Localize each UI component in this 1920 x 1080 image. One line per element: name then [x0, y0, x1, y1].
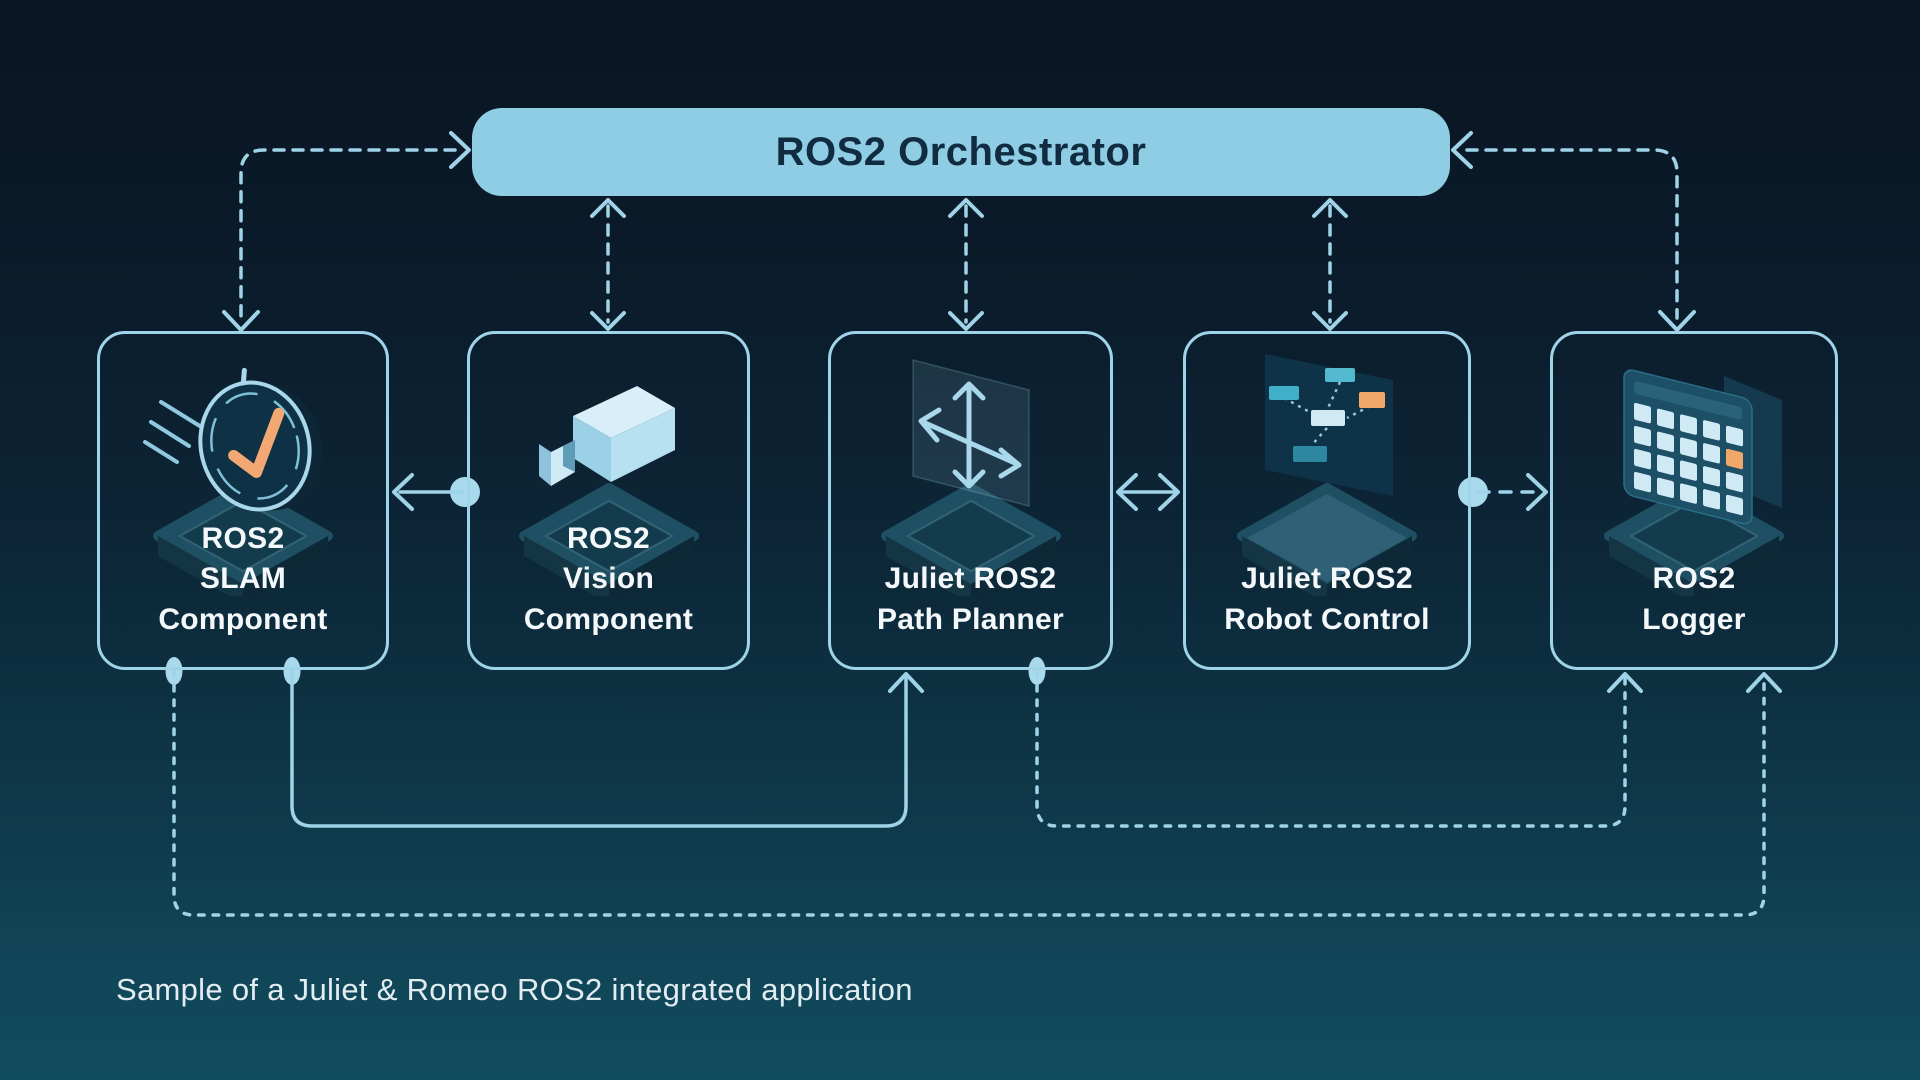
- arrowhead: [888, 672, 924, 693]
- connection-path-planner-robot-control: [1116, 473, 1180, 511]
- arrowhead: [1607, 672, 1643, 693]
- arrowhead: [948, 311, 984, 331]
- connection-orchestrator-slam: [222, 131, 471, 332]
- connection-orchestrator-logger: [1451, 131, 1696, 332]
- arrowhead: [1312, 198, 1348, 218]
- orchestrator-node: ROS2 Orchestrator: [472, 108, 1450, 196]
- component-path-planner: Juliet ROS2 Path Planner: [828, 331, 1113, 670]
- arrowhead: [590, 311, 626, 331]
- node-graph-icon: [1237, 354, 1417, 596]
- arrowhead: [948, 198, 984, 218]
- arrowhead: [1116, 473, 1138, 511]
- connection-slam-path-planner: [283, 657, 924, 828]
- camera-icon: [518, 386, 699, 596]
- connection-orchestrator-path-planner: [948, 198, 984, 331]
- arrowhead: [1746, 672, 1782, 693]
- connection-slam-logger: [165, 657, 1782, 917]
- log-grid-icon: [1604, 369, 1784, 596]
- arrowhead: [1658, 310, 1696, 332]
- arrowhead: [392, 473, 414, 511]
- component-slam: ROS2 SLAM Component: [97, 331, 389, 670]
- connection-dot: [450, 477, 480, 507]
- arrowhead: [222, 310, 260, 332]
- connection-orchestrator-vision: [590, 198, 626, 331]
- connection-path-planner-logger: [1028, 657, 1643, 828]
- connection-robot-control-logger: [1458, 473, 1548, 511]
- arrowhead: [1158, 473, 1180, 511]
- component-vision: ROS2 Vision Component: [467, 331, 750, 670]
- arrowhead: [1451, 131, 1473, 169]
- arrowhead: [590, 198, 626, 218]
- component-label: Juliet ROS2 Robot Control: [1224, 562, 1430, 637]
- connection-dot: [1458, 477, 1488, 507]
- component-robot-control: Juliet ROS2 Robot Control: [1183, 331, 1471, 670]
- orchestrator-label: ROS2 Orchestrator: [775, 129, 1147, 174]
- component-label: Juliet ROS2 Path Planner: [877, 562, 1064, 637]
- arrowhead: [1526, 473, 1548, 511]
- component-logger: ROS2 Logger: [1550, 331, 1838, 670]
- arrowhead: [1312, 311, 1348, 331]
- stopwatch-check-icon: [143, 367, 333, 596]
- connection-vision-slam: [392, 473, 480, 511]
- component-label: ROS2 Vision Component: [523, 521, 694, 637]
- move-arrows-icon: [880, 359, 1061, 596]
- arrowhead: [449, 131, 471, 169]
- component-label: ROS2 SLAM Component: [158, 521, 328, 637]
- caption-text: Sample of a Juliet & Romeo ROS2 integrat…: [116, 972, 913, 1007]
- component-label: ROS2 Logger: [1642, 562, 1746, 637]
- connection-orchestrator-robot-control: [1312, 198, 1348, 331]
